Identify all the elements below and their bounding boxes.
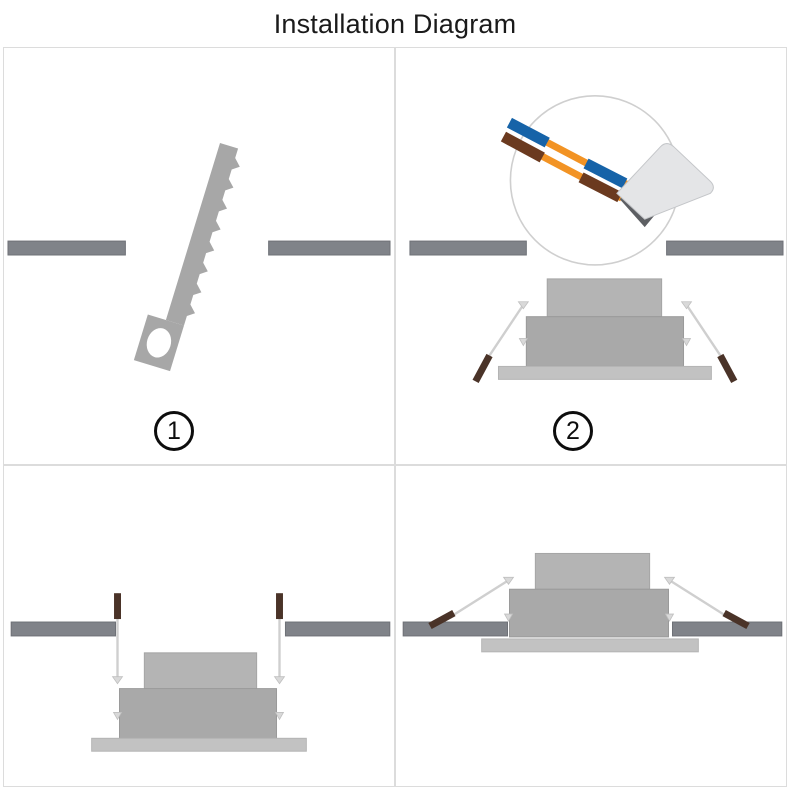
spring-clip-right-vertical	[273, 593, 286, 721]
ceiling-left-segment	[10, 621, 117, 637]
driver-box	[546, 278, 663, 318]
wire-pair-blue-brown	[500, 117, 629, 203]
downlight-fixture	[91, 652, 307, 752]
spring-clip-left-splayed	[428, 576, 515, 630]
panel-1-illustration	[7, 142, 391, 372]
panel-2-illustration	[409, 95, 784, 384]
spring-pivot-left	[502, 576, 515, 585]
fixture-flange	[497, 365, 712, 380]
downlight-fixture	[481, 552, 699, 653]
spring-arm-left	[486, 304, 525, 360]
connector-body	[616, 143, 714, 220]
spring-pivot-right	[680, 301, 693, 310]
spring-pivot-left	[517, 301, 530, 310]
ceiling-right-segment	[671, 621, 783, 637]
panel-4-installed: 4	[395, 465, 787, 787]
spring-arm-left	[443, 579, 510, 623]
spring-pivot-right	[273, 676, 286, 685]
spring-arm-right	[668, 579, 735, 623]
spring-tip-left	[428, 610, 456, 630]
ceiling-right-segment	[284, 621, 391, 637]
panel-2-wire-connection: 2	[395, 47, 787, 465]
ceiling-left-segment	[402, 621, 509, 637]
spring-bracket-right	[274, 712, 285, 721]
ceiling-right-segment	[268, 240, 391, 256]
ceiling-left-segment	[7, 240, 126, 256]
spring-tip-left	[472, 353, 493, 384]
saw-handle-cutout	[146, 328, 172, 358]
spring-arm-right	[685, 304, 724, 360]
spring-tip-right	[722, 610, 750, 630]
spring-bracket-right	[664, 613, 675, 622]
hand-saw-icon	[133, 142, 240, 372]
spring-bracket-left	[112, 712, 123, 721]
sleeve-brown-inner	[578, 172, 623, 203]
spring-clip-left-vertical	[111, 593, 124, 721]
spring-clip-right-splayed	[663, 576, 750, 630]
fixture-flange	[91, 737, 307, 752]
panel-4-illustration	[402, 552, 783, 653]
spring-bracket-left	[518, 338, 529, 347]
ceiling-left-segment	[409, 240, 527, 256]
fixture-body	[509, 588, 670, 638]
fixture-body	[118, 688, 278, 739]
fixture-flange	[481, 638, 699, 653]
terminal-connector-block	[616, 143, 714, 228]
fixture-body	[525, 316, 685, 367]
panel-1-cut-ceiling: 1	[3, 47, 395, 465]
downlight-fixture	[497, 278, 712, 380]
page-title: Installation Diagram	[273, 9, 517, 39]
spring-clip-right	[680, 301, 738, 384]
spring-clip-left	[472, 301, 530, 384]
sleeve-blue-inner	[583, 158, 628, 189]
step-number-2: 2	[553, 411, 593, 451]
driver-box	[143, 652, 258, 690]
spring-tip-right	[717, 353, 738, 384]
sleeve-blue-outer	[506, 117, 550, 148]
ceiling-right-segment	[666, 240, 784, 256]
spring-pivot-right	[663, 576, 676, 585]
spring-pivot-left	[111, 676, 124, 685]
driver-box	[534, 552, 651, 590]
sleeve-brown-outer	[500, 131, 545, 163]
panel-3-insert-fixture: 3	[3, 465, 395, 787]
step-number-1: 1	[154, 411, 194, 451]
spring-bracket-right	[681, 338, 692, 347]
panel-grid: 1	[3, 47, 787, 787]
spring-bracket-left	[503, 613, 514, 622]
panel-3-illustration	[10, 593, 391, 752]
